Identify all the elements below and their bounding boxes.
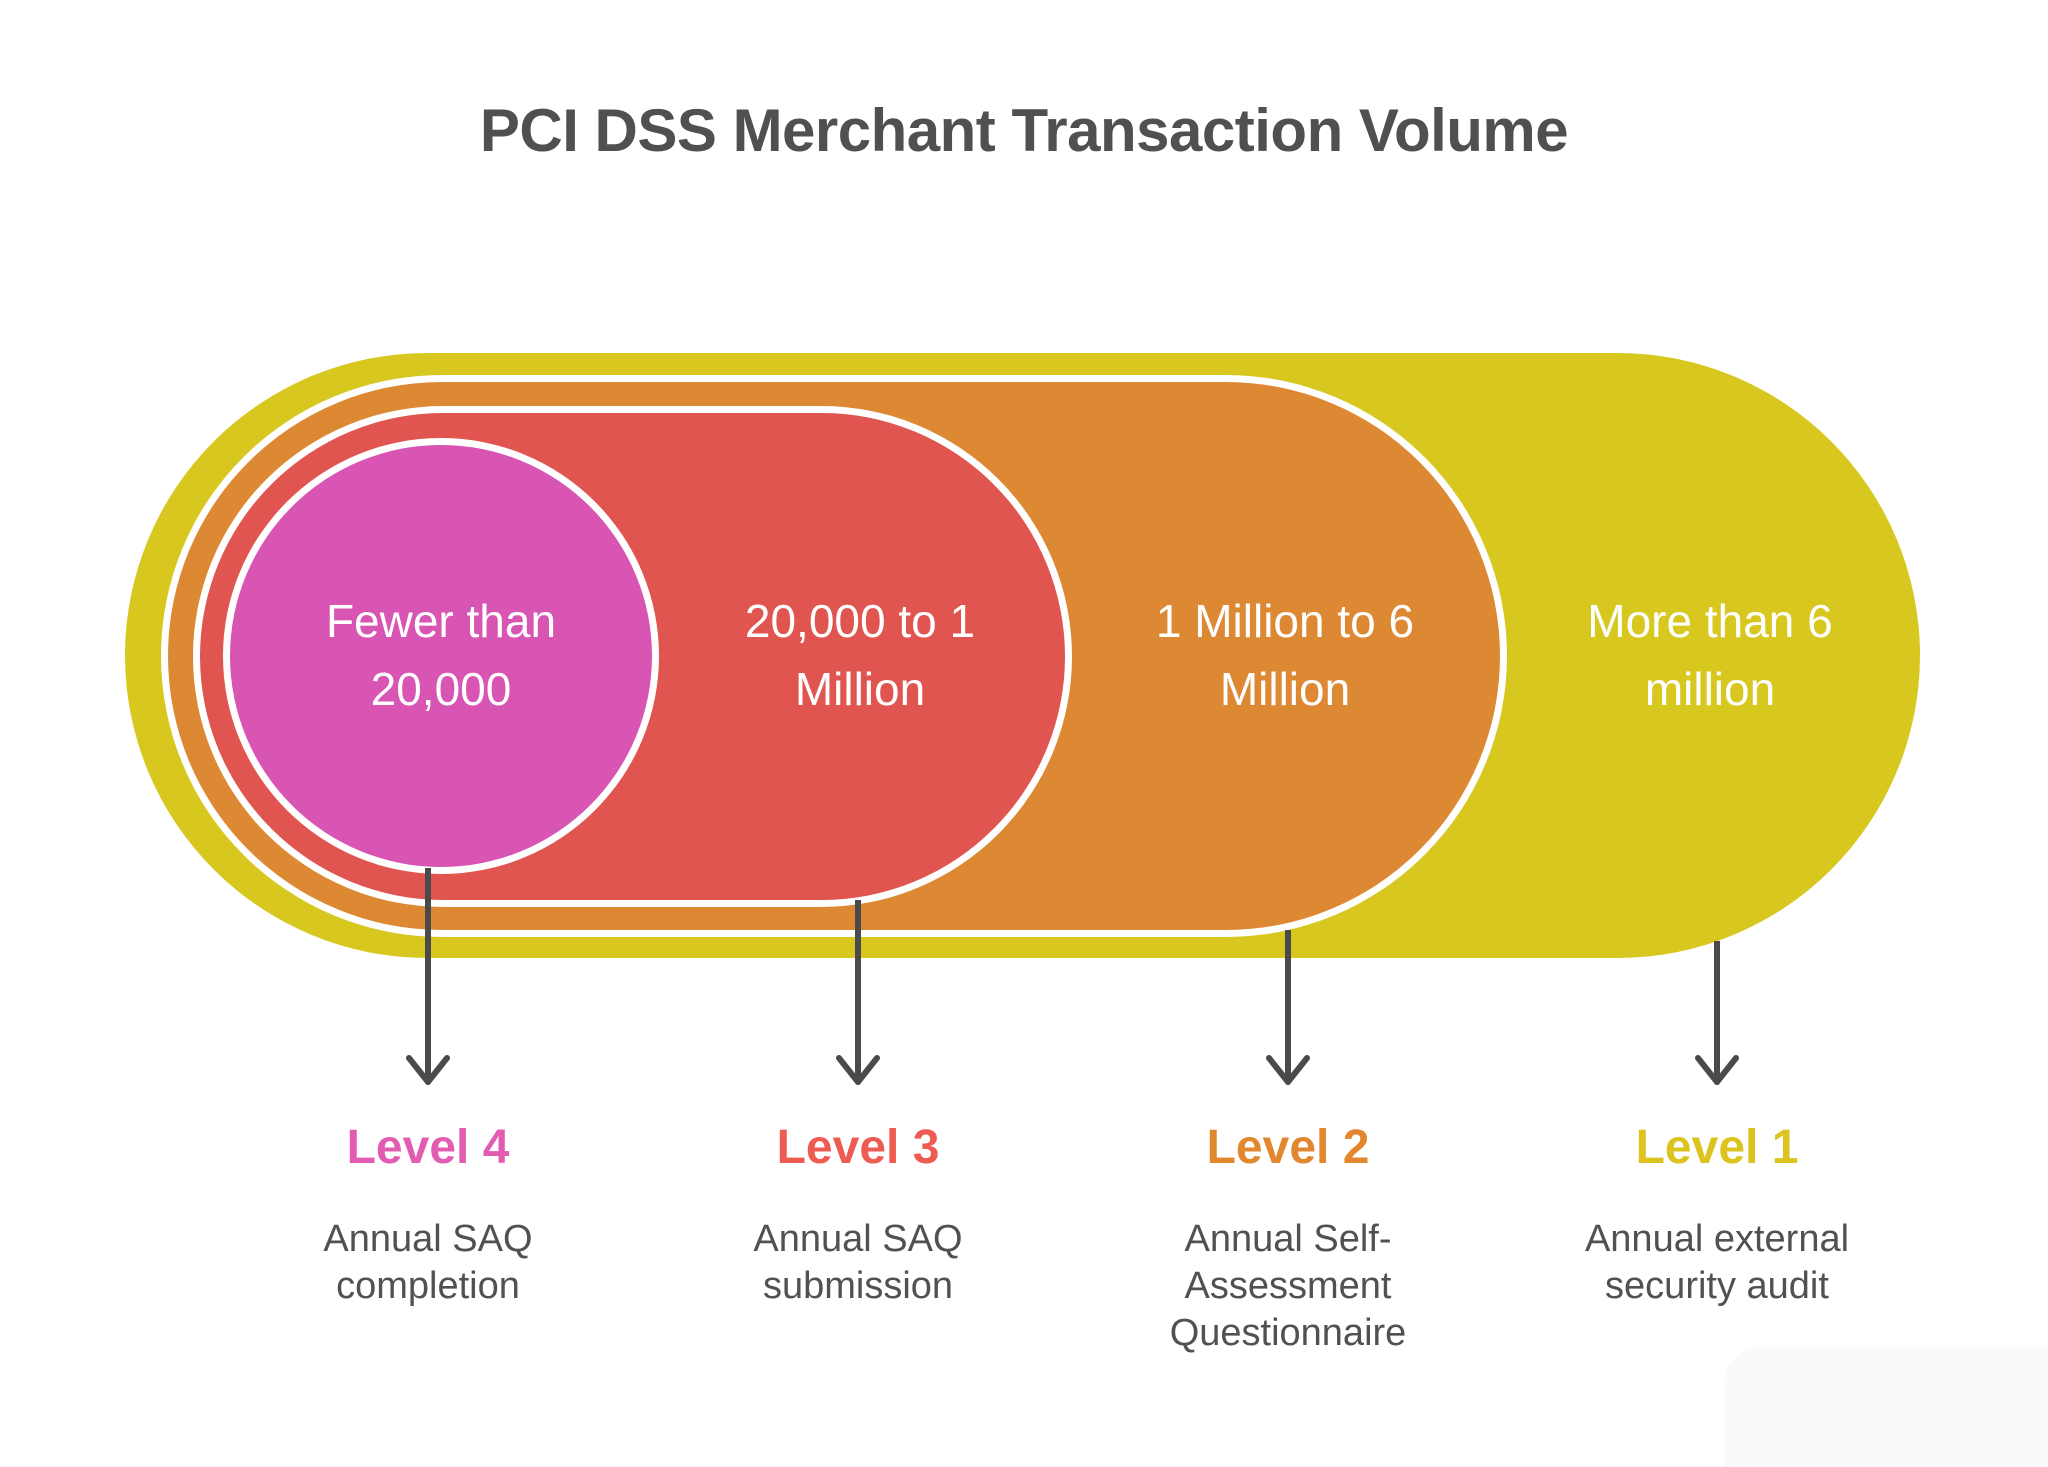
watermark-plate — [1724, 1347, 2048, 1467]
level-2-label: Level 2 — [1206, 1121, 1370, 1174]
volume-label-level-2: 1 Million to 6 Million — [1065, 587, 1505, 723]
level-3-requirement: Annual SAQ submission — [648, 1216, 1068, 1310]
ring-level-4 — [230, 445, 652, 867]
level-4-label: Level 4 — [346, 1121, 510, 1174]
volume-line: Million — [794, 663, 926, 715]
volume-line: Million — [1219, 663, 1351, 715]
requirement-line: Annual SAQ — [323, 1218, 533, 1260]
requirement-line: Annual SAQ — [753, 1218, 963, 1260]
down-arrow-icon — [406, 868, 450, 1085]
column-level-2: Level 2 Annual Self- Assessment Question… — [1078, 1122, 1498, 1357]
level-4-requirement: Annual SAQ completion — [218, 1216, 638, 1310]
requirement-line: Annual Self- — [1184, 1218, 1392, 1260]
level-1-requirement: Annual external security audit — [1507, 1216, 1927, 1310]
requirement-line: completion — [336, 1265, 520, 1307]
column-level-4: Level 4 Annual SAQ completion — [218, 1122, 638, 1310]
column-level-3: Level 3 Annual SAQ submission — [648, 1122, 1068, 1310]
level-2-requirement: Annual Self- Assessment Questionnaire — [1078, 1216, 1498, 1357]
down-arrow-icon — [1695, 941, 1739, 1085]
level-1-label: Level 1 — [1635, 1121, 1799, 1174]
volume-line: More than 6 — [1587, 595, 1833, 647]
requirement-line: submission — [762, 1265, 954, 1307]
volume-label-level-1: More than 6 million — [1490, 587, 1930, 723]
volume-label-level-3: 20,000 to 1 Million — [640, 587, 1080, 723]
requirement-line: Questionnaire — [1169, 1312, 1407, 1354]
requirement-line: security audit — [1605, 1265, 1829, 1307]
requirement-line: Annual external — [1584, 1218, 1850, 1260]
volume-label-level-4: Fewer than 20,000 — [221, 587, 661, 723]
requirement-line: Assessment — [1184, 1265, 1392, 1307]
volume-line: Fewer than — [325, 595, 557, 647]
level-3-label: Level 3 — [776, 1121, 940, 1174]
volume-line: million — [1644, 663, 1776, 715]
column-level-1: Level 1 Annual external security audit — [1507, 1122, 1927, 1310]
volume-line: 1 Million to 6 — [1155, 595, 1415, 647]
page-title: PCI DSS Merchant Transaction Volume — [479, 97, 1569, 164]
down-arrow-icon — [1266, 930, 1310, 1085]
volume-line: 20,000 to 1 — [744, 595, 976, 647]
down-arrow-icon — [836, 900, 880, 1085]
volume-line: 20,000 — [370, 663, 512, 715]
